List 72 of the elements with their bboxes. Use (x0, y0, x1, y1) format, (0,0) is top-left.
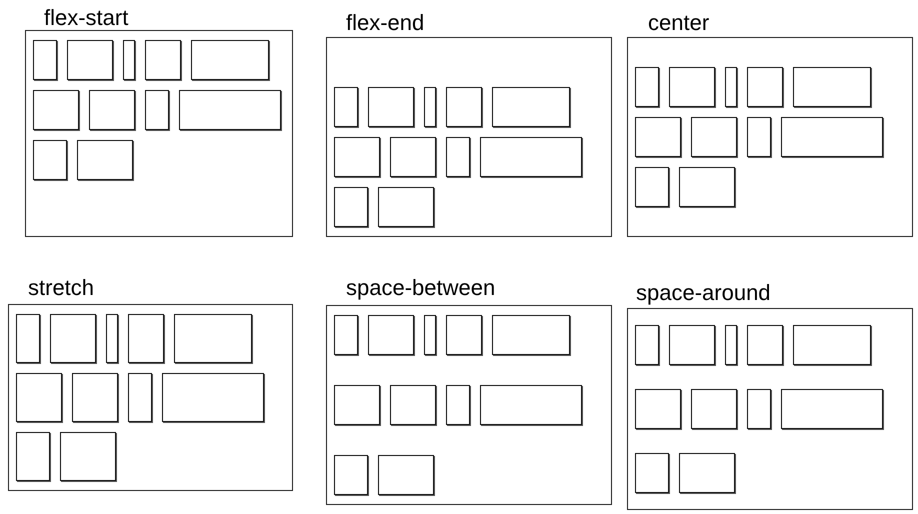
flex-item-box (378, 455, 434, 495)
flex-item-box (191, 40, 269, 80)
flex-item-box (60, 432, 116, 481)
flex-item-box (793, 67, 871, 107)
flex-item-box (747, 67, 783, 107)
flex-item-box (334, 385, 380, 425)
flex-item-box (635, 453, 669, 493)
container-heading: center (648, 10, 710, 36)
flex-item-box (725, 325, 737, 365)
flex-item-box (123, 40, 135, 80)
flex-item-box (669, 67, 715, 107)
flex-item-box (106, 314, 118, 363)
flex-item-box (747, 117, 771, 157)
flex-item-box (446, 315, 482, 355)
flex-item-box (424, 315, 436, 355)
flex-item-box (33, 140, 67, 180)
container-heading: stretch (28, 275, 94, 301)
flex-item-box (424, 87, 436, 127)
flex-item-box (179, 90, 281, 130)
flex-item-box (492, 315, 570, 355)
container-heading: space-between (346, 275, 496, 301)
flex-item-box (77, 140, 133, 180)
flex-item-box (368, 87, 414, 127)
flex-item-box (128, 373, 152, 422)
flex-item-box (378, 187, 434, 227)
flex-item-box (781, 389, 883, 429)
flex-item-box (669, 325, 715, 365)
flex-item-box (747, 389, 771, 429)
flex-item-box (334, 315, 358, 355)
flex-item-box (446, 137, 470, 177)
flex-item-box (145, 40, 181, 80)
flex-item-box (492, 87, 570, 127)
flex-item-box (334, 455, 368, 495)
container-heading: space-around (636, 280, 771, 306)
flex-item-box (145, 90, 169, 130)
flex-item-box (16, 432, 50, 481)
flex-item-box (635, 167, 669, 207)
flex-item-box (635, 117, 681, 157)
flex-item-box (691, 117, 737, 157)
flex-item-box (446, 87, 482, 127)
container-heading: flex-start (44, 5, 128, 31)
flex-item-box (390, 137, 436, 177)
flex-item-box (368, 315, 414, 355)
flex-item-box (50, 314, 96, 363)
flex-item-box (635, 67, 659, 107)
flex-item-box (446, 385, 470, 425)
flex-item-box (67, 40, 113, 80)
flex-item-box (334, 87, 358, 127)
flex-item-box (480, 137, 582, 177)
flex-item-box (725, 67, 737, 107)
flex-item-box (679, 453, 735, 493)
flex-item-box (679, 167, 735, 207)
flex-item-box (635, 325, 659, 365)
flex-item-box (480, 385, 582, 425)
flex-item-box (334, 137, 380, 177)
flex-item-box (747, 325, 783, 365)
flex-item-box (162, 373, 264, 422)
flex-item-box (128, 314, 164, 363)
flex-item-box (16, 314, 40, 363)
flex-item-box (793, 325, 871, 365)
flex-item-box (33, 40, 57, 80)
flex-item-box (781, 117, 883, 157)
flex-item-box (33, 90, 79, 130)
flex-item-box (691, 389, 737, 429)
flex-item-box (635, 389, 681, 429)
flex-item-box (390, 385, 436, 425)
flex-item-box (16, 373, 62, 422)
flex-item-box (334, 187, 368, 227)
flex-item-box (89, 90, 135, 130)
container-heading: flex-end (346, 10, 424, 36)
flex-item-box (174, 314, 252, 363)
flex-item-box (72, 373, 118, 422)
